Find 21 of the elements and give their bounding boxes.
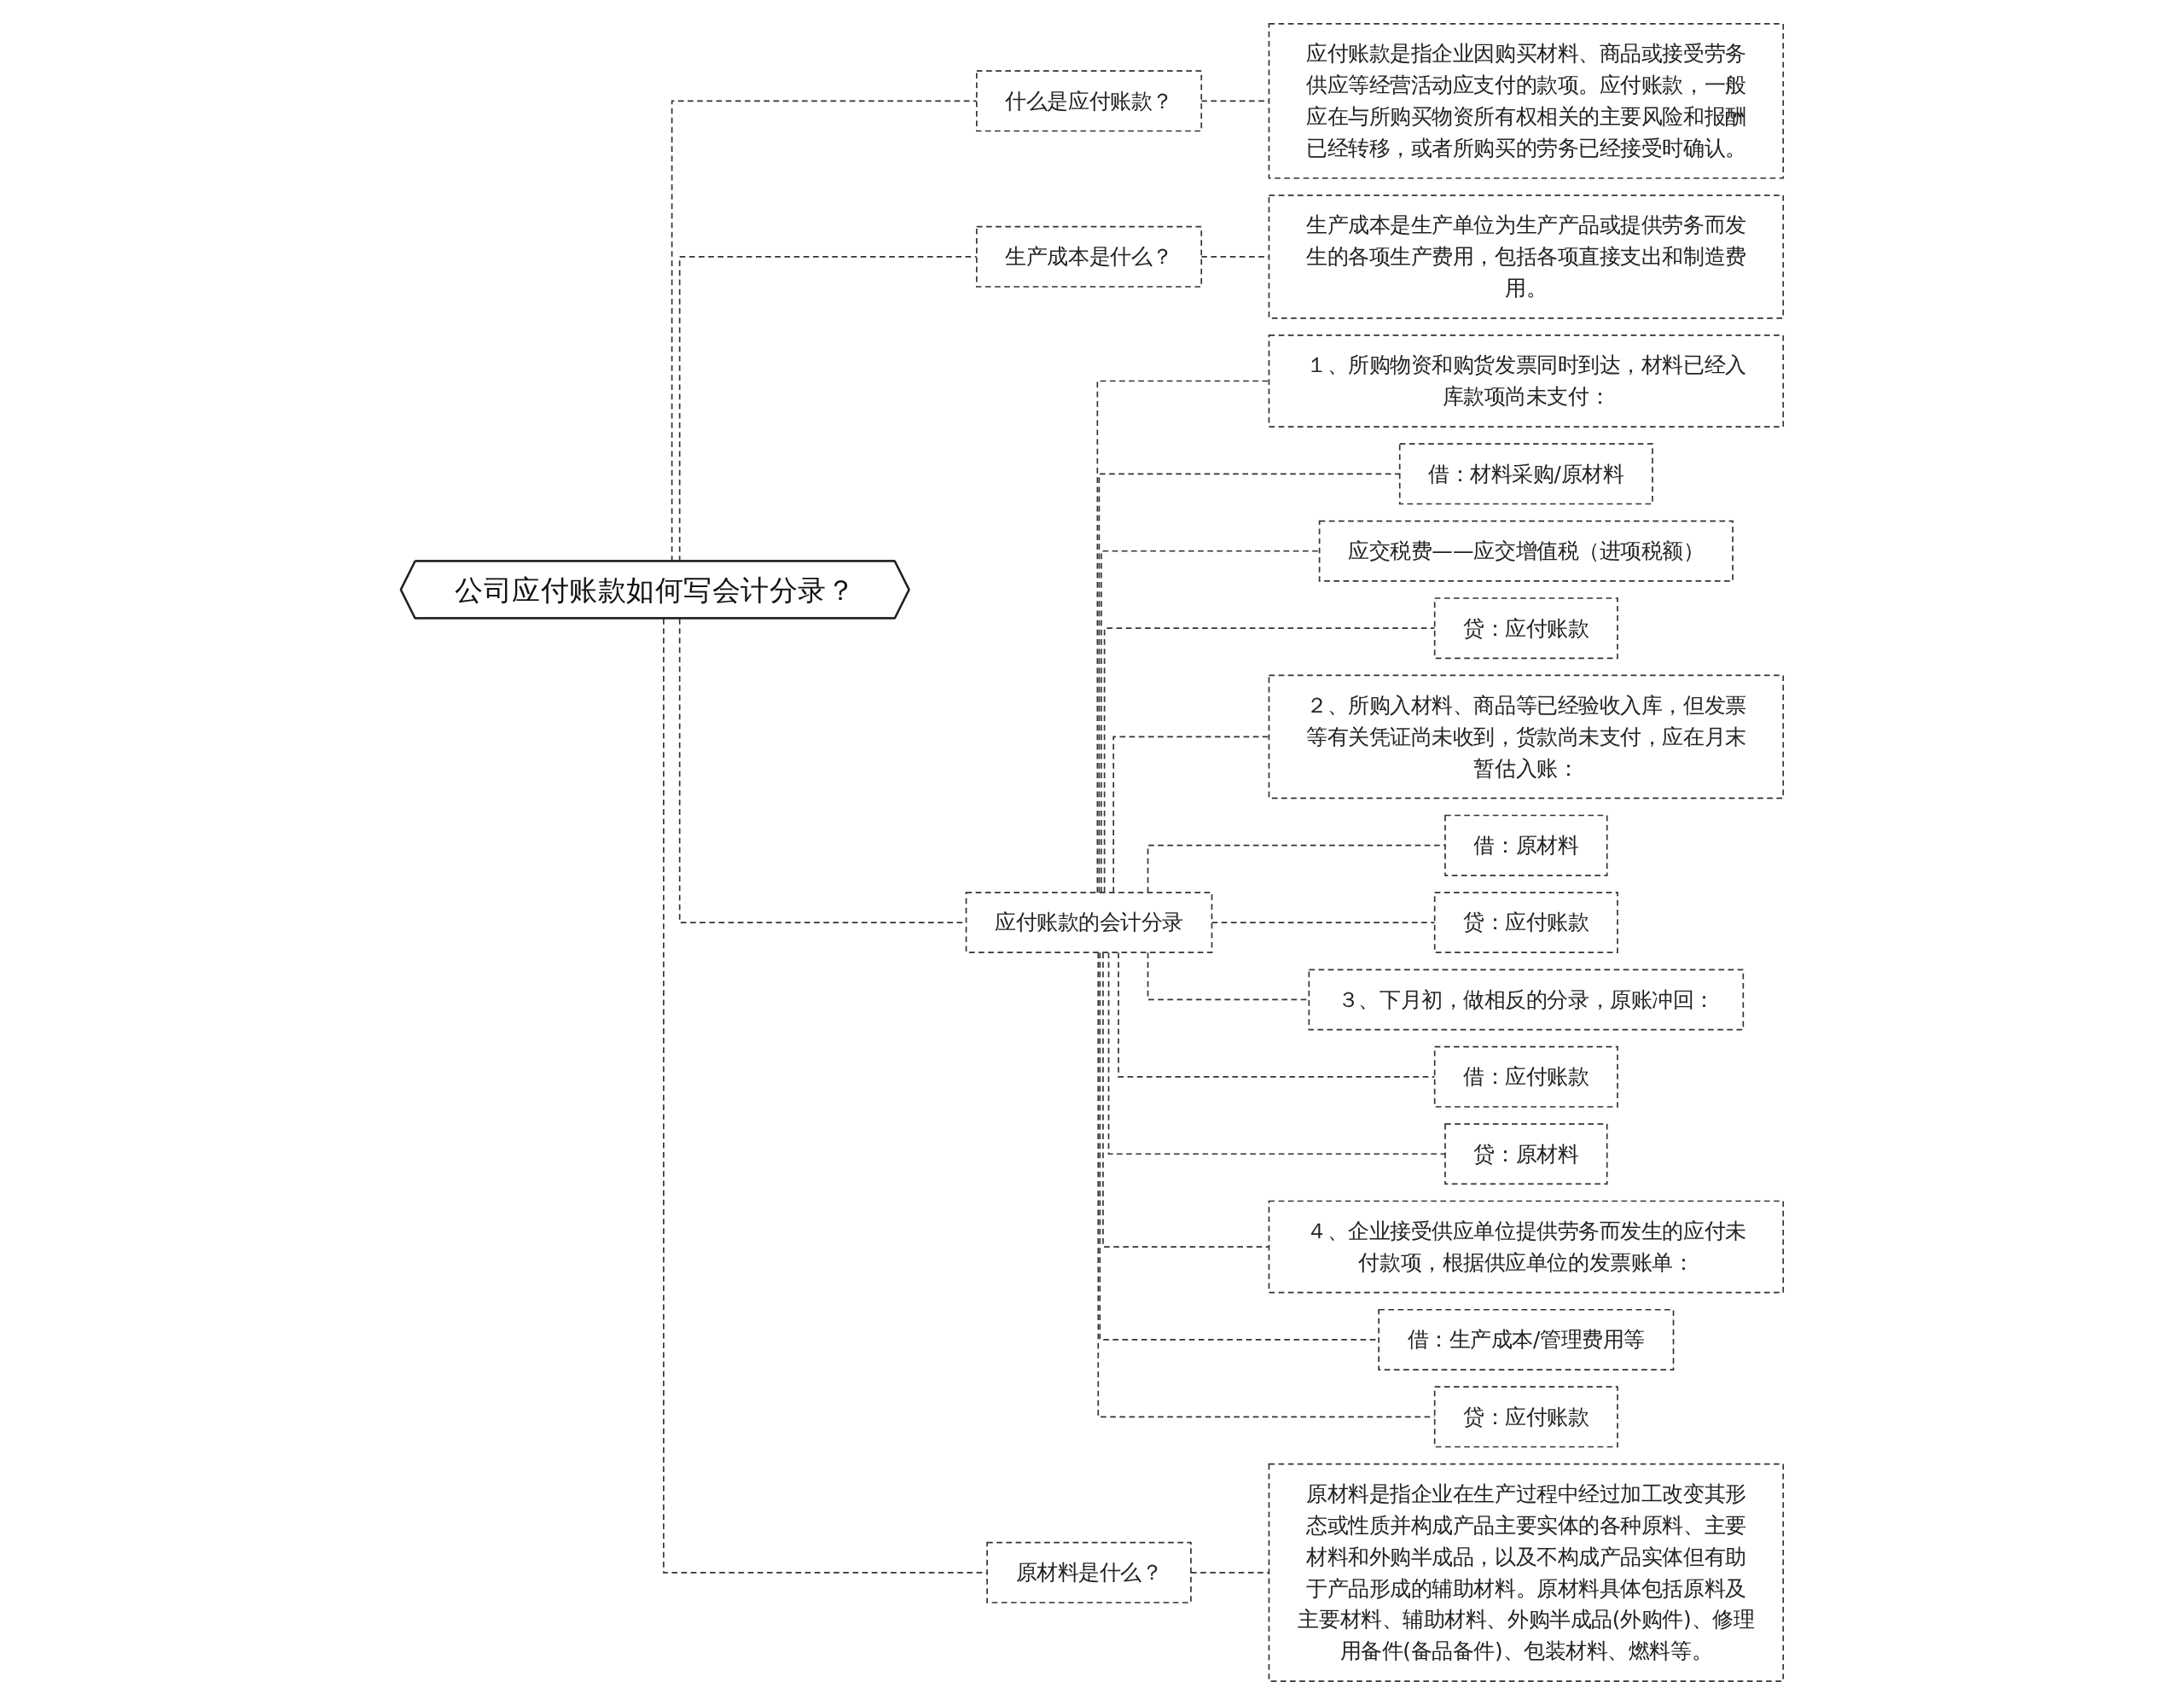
node-box: 应付账款是指企业因购买材料、商品或接受劳务供应等经营活动应支付的款项。应付账款，一般应在与所购买物资所有权相关的主要风险和报酬已经转移，或者所购买的劳务已经接受时确认。 bbox=[1268, 23, 1785, 179]
node-box: ４、企业接受供应单位提供劳务而发生的应付未付款项，根据供应单位的发票账单： bbox=[1268, 1200, 1785, 1294]
node-box: 什么是应付账款？ bbox=[975, 70, 1203, 132]
node-box: 借：原材料 bbox=[1444, 814, 1608, 876]
node-box: 贷：应付账款 bbox=[1433, 892, 1618, 954]
node-box: 应交税费——应交增值税（进项税额） bbox=[1318, 520, 1734, 582]
node-box: 原材料是指企业在生产过程中经过加工改变其形态或性质并构成产品主要实体的各种原料、主要材料和外购半成品，以及不构成产品实体但有助于产品形成的辅助材料。原材料具体包括原料及主要材料、辅助材料、外购半成品(外购件)、修理用备件(备品备件)、包装材料、燃料等。 bbox=[1268, 1463, 1785, 1682]
node-box: 生产成本是什么？ bbox=[975, 225, 1203, 288]
node-box: ２、所购入材料、商品等已经验收入库，但发票等有关凭证尚未收到，货款尚未支付，应在月末暂估入账： bbox=[1268, 674, 1785, 800]
node-box: 应付账款的会计分录 bbox=[965, 892, 1213, 954]
node-box: 生产成本是生产单位为生产产品或提供劳务而发生的各项生产费用，包括各项直接支出和制造费用。 bbox=[1268, 195, 1785, 319]
node-box: 原材料是什么？ bbox=[986, 1541, 1192, 1603]
node-box: 贷：原材料 bbox=[1444, 1123, 1608, 1185]
node-box: 借：材料采购/原材料 bbox=[1398, 443, 1653, 505]
node-box: 借：应付账款 bbox=[1433, 1045, 1618, 1108]
node-box: 贷：应付账款 bbox=[1433, 1386, 1618, 1448]
node-box: １、所购物资和购货发票同时到达，材料已经入库款项尚未支付： bbox=[1268, 335, 1785, 428]
node-box: 借：生产成本/管理费用等 bbox=[1378, 1308, 1675, 1370]
connector bbox=[1190, 1572, 1270, 1574]
node-box: 贷：应付账款 bbox=[1433, 597, 1618, 660]
node-box: ３、下月初，做相反的分录，原账冲回： bbox=[1308, 969, 1745, 1031]
